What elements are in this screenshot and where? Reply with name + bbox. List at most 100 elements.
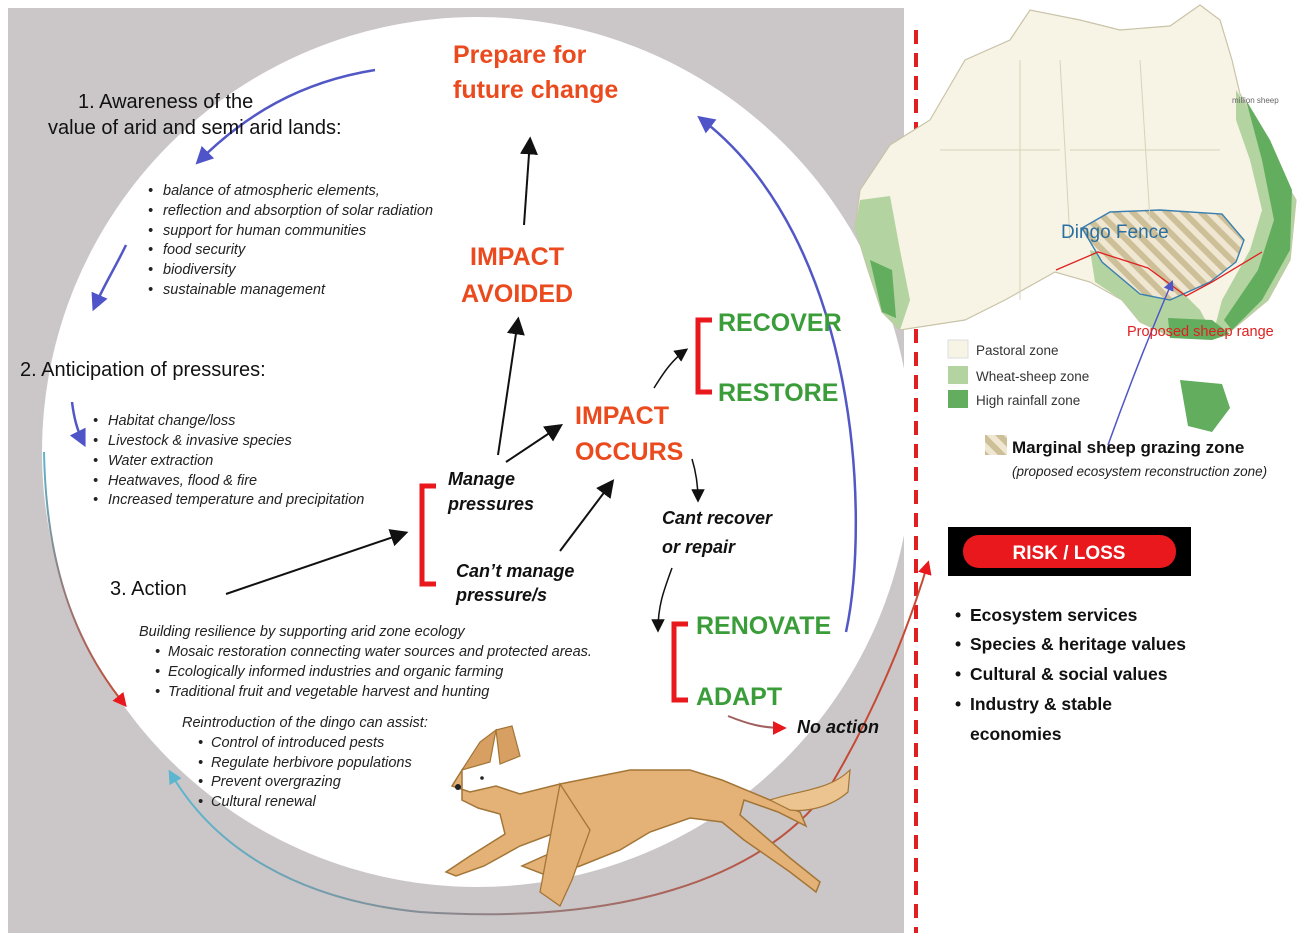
- renovate-label: RENOVATE: [696, 612, 831, 640]
- impact-occurs-line2: OCCURS: [575, 438, 683, 466]
- high-rainfall-east: [1224, 100, 1292, 330]
- bullet: •: [93, 473, 98, 489]
- bullet: •: [148, 262, 153, 278]
- bracket-recover-restore: [695, 317, 712, 395]
- high-rainfall-west: [870, 260, 896, 318]
- bullet: •: [155, 644, 160, 660]
- step2-list: • Habitat change/loss • Livestock & inva…: [93, 413, 364, 508]
- arrow-step1-to-step2: [91, 244, 128, 312]
- restore-label: RESTORE: [718, 379, 838, 407]
- risk-item: Industry & stable: [970, 694, 1112, 714]
- dingo-fence-label: Dingo Fence: [1061, 222, 1169, 243]
- step1-list: • balance of atmospheric elements, • ref…: [148, 183, 433, 298]
- high-rainfall-south: [1168, 318, 1230, 340]
- bullet: •: [93, 433, 98, 449]
- dingo-item: Prevent overgrazing: [211, 774, 341, 790]
- step2-title: 2. Anticipation of pressures:: [20, 359, 266, 381]
- step1-title-line2: value of arid and semi arid lands:: [48, 117, 342, 139]
- step1-item: reflection and absorption of solar radia…: [163, 203, 433, 219]
- bullet: •: [148, 203, 153, 219]
- outer-arrow-right-up: [697, 115, 858, 633]
- step3-item: Traditional fruit and vegetable harvest …: [168, 684, 489, 700]
- dingo-item: Cultural renewal: [211, 794, 317, 810]
- recover-label: RECOVER: [718, 309, 842, 337]
- arrow-manage-to-occurs: [505, 424, 563, 463]
- dingo-item: Control of introduced pests: [211, 735, 384, 751]
- australia-map: [854, 4, 1297, 446]
- state-borders: [940, 59, 1220, 300]
- map-legend: Pastoral zone Wheat-sheep zone High rain…: [947, 339, 1089, 408]
- marginal-zone-hatch: [1081, 209, 1245, 301]
- cant-recover-line2: or repair: [662, 537, 736, 557]
- arrow-action-to-bracket: [225, 529, 409, 595]
- impact-avoided-line2: AVOIDED: [461, 280, 573, 308]
- manage-line1: Manage: [448, 469, 515, 489]
- arrow-cantrecover-to-renovate: [651, 567, 673, 633]
- bullet: •: [198, 755, 203, 771]
- arrow-manage-to-avoided: [497, 316, 525, 456]
- bullet: •: [148, 223, 153, 239]
- outer-arrow-top-left: [195, 68, 376, 165]
- impact-avoided-line1: IMPACT: [470, 243, 564, 271]
- bullet: •: [155, 664, 160, 680]
- bullet: •: [148, 282, 153, 298]
- outer-arrow-left-down: [43, 451, 127, 708]
- bullet: •: [93, 492, 98, 508]
- marginal-zone-label: Marginal sheep grazing zone: [1012, 438, 1244, 457]
- risk-label: RISK / LOSS: [1013, 543, 1126, 564]
- cant-manage-line1: Can’t manage: [456, 561, 574, 581]
- step2-item: Increased temperature and precipitation: [108, 492, 364, 508]
- step1-item: balance of atmospheric elements,: [163, 183, 380, 199]
- bracket-manage: [419, 483, 436, 587]
- risk-pill: [963, 535, 1176, 568]
- bullet: •: [955, 664, 961, 684]
- bullet: •: [93, 413, 98, 429]
- bullet: •: [148, 183, 153, 199]
- bullet: •: [198, 774, 203, 790]
- step2-item: Water extraction: [108, 453, 213, 469]
- bullet: •: [955, 605, 961, 625]
- bullet: •: [93, 453, 98, 469]
- dingo-illustration: [444, 725, 851, 907]
- step1-item: sustainable management: [163, 282, 326, 298]
- adapt-label: ADAPT: [696, 683, 782, 711]
- no-action-label: No action: [797, 717, 879, 737]
- step3-item: Mosaic restoration connecting water sour…: [168, 644, 592, 660]
- step2-item: Heatwaves, flood & fire: [108, 473, 257, 489]
- risk-item: Ecosystem services: [970, 605, 1138, 625]
- arrow-adapt-to-noaction: [727, 715, 787, 735]
- bullet: •: [198, 735, 203, 751]
- bullet: •: [955, 694, 961, 714]
- outer-arrow-to-risk: [827, 560, 932, 791]
- dingo-intro: Reintroduction of the dingo can assist:: [182, 715, 428, 731]
- step1-item: food security: [163, 242, 246, 258]
- legend-swatch-high-rainfall: [948, 390, 968, 408]
- goal-line1: Prepare for: [453, 41, 587, 69]
- risk-list: • Ecosystem services • Species & heritag…: [955, 605, 1186, 744]
- step1-item: biodiversity: [163, 262, 236, 278]
- cycle-circle: [42, 17, 912, 887]
- bullet: •: [955, 634, 961, 654]
- dingo-item: Regulate herbivore populations: [211, 755, 412, 771]
- legend-label-pastoral: Pastoral zone: [976, 343, 1059, 358]
- manage-line2: pressures: [447, 494, 534, 514]
- legend-swatch-marginal: [985, 435, 1007, 455]
- outer-arrow-bottom-return: [168, 769, 829, 916]
- arrow-avoided-to-prepare: [520, 136, 538, 226]
- bullet: •: [155, 684, 160, 700]
- step2-item: Livestock & invasive species: [108, 433, 292, 449]
- step3-list: • Mosaic restoration connecting water so…: [155, 644, 592, 700]
- bullet: •: [148, 242, 153, 258]
- risk-item: Species & heritage values: [970, 634, 1186, 654]
- legend-swatch-wheat-sheep: [948, 366, 968, 384]
- arrow-occurs-to-recover: [653, 348, 689, 389]
- legend-label-wheat-sheep: Wheat-sheep zone: [976, 369, 1089, 384]
- legend-label-high-rainfall: High rainfall zone: [976, 393, 1080, 408]
- risk-item: economies: [970, 724, 1062, 744]
- tasmania: [1180, 380, 1230, 432]
- map-corner-note: million sheep: [1232, 96, 1279, 105]
- cant-manage-line2: pressure/s: [455, 585, 547, 605]
- step3-intro: Building resilience by supporting arid z…: [139, 624, 465, 640]
- step3-title: 3. Action: [110, 578, 187, 600]
- step1-title-line1: 1. Awareness of the: [78, 91, 253, 113]
